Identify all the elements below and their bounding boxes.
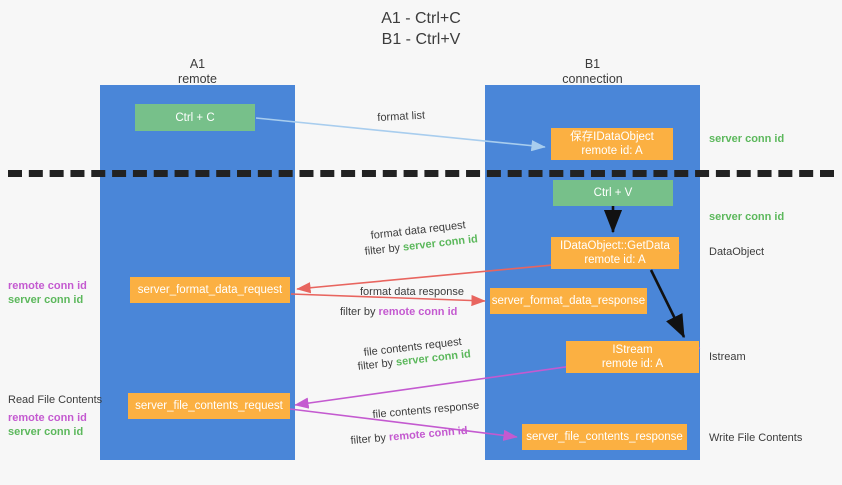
filter-prefix: filter by <box>350 431 390 447</box>
title-line-1: A1 - Ctrl+C <box>381 10 461 27</box>
edge-label-format-data-response-filter: filter by remote conn id <box>340 305 457 320</box>
node-format-data-request-label: server_format_data_request <box>137 284 283 296</box>
node-getdata-sublabel: remote id: A <box>584 254 646 266</box>
lane-a1-name: A1 <box>189 57 206 71</box>
node-idataobject-getdata[interactable]: IDataObject::GetData remote id: A <box>551 237 679 269</box>
page-title: A1 - Ctrl+C B1 - Ctrl+V <box>0 8 842 50</box>
node-ctrl-c-label: Ctrl + C <box>175 111 215 124</box>
node-format-data-response-label: server_format_data_response <box>491 295 646 307</box>
annotation-server-conn-id: server conn id <box>8 426 84 438</box>
annotation-read-file-contents: Read File Contents remote conn id server… <box>8 393 102 439</box>
node-ctrl-v[interactable]: Ctrl + V <box>553 180 673 206</box>
annotation-server-conn-id: server conn id <box>709 211 785 223</box>
edge-label-format-data-response-text: format data response <box>360 286 464 298</box>
filter-prefix: filter by <box>357 356 397 373</box>
node-idataobject[interactable]: 保存IDataObject remote id: A <box>551 128 673 160</box>
lane-a1-header: A1 remote <box>125 57 270 87</box>
node-istream[interactable]: IStream remote id: A <box>566 341 699 373</box>
filter-value-remote-conn-id: remote conn id <box>378 306 458 318</box>
annotation-istream-text: Istream <box>709 351 746 363</box>
filter-prefix: filter by <box>364 241 404 258</box>
edge-label-file-contents-response: file contents response <box>372 399 480 423</box>
edge-label-format-data-response: format data response <box>360 285 464 300</box>
node-ctrl-v-label: Ctrl + V <box>593 187 633 199</box>
node-getdata-label: IDataObject::GetData <box>560 240 670 252</box>
node-istream-sublabel: remote id: A <box>601 358 664 370</box>
edge-label-file-contents-response-text: file contents response <box>372 399 480 421</box>
lane-a1-role: remote <box>178 72 217 86</box>
node-server-format-data-request[interactable]: server_format_data_request <box>130 277 290 303</box>
annotation-remote-conn-id: remote conn id <box>8 280 87 292</box>
annotation-right-server-conn-id-mid: server conn id <box>709 210 784 224</box>
node-idataobject-label: 保存IDataObject <box>570 131 654 143</box>
annotation-data-object-text: DataObject <box>709 246 765 258</box>
node-server-format-data-response[interactable]: server_format_data_response <box>490 288 647 314</box>
annotation-data-object: DataObject <box>709 245 764 259</box>
annotation-server-conn-id: server conn id <box>8 294 84 306</box>
annotation-istream: Istream <box>709 350 746 364</box>
annotation-read-file-contents-title: Read File Contents <box>8 394 103 406</box>
node-idataobject-sublabel: remote id: A <box>581 145 643 157</box>
node-ctrl-c[interactable]: Ctrl + C <box>135 104 255 131</box>
annotation-left-conn-ids: remote conn id server conn id <box>8 279 87 307</box>
edge-label-file-contents-response-filter: filter by remote conn id <box>350 424 468 449</box>
edge-label-format-list: format list <box>377 109 425 126</box>
node-file-contents-response-label: server_file_contents_response <box>526 431 683 443</box>
dashed-divider <box>8 170 834 177</box>
title-line-2: B1 - Ctrl+V <box>381 31 461 48</box>
edge-label-format-list-text: format list <box>377 109 426 124</box>
node-istream-label: IStream <box>612 344 653 356</box>
node-server-file-contents-response[interactable]: server_file_contents_response <box>522 424 687 450</box>
annotation-server-conn-id: server conn id <box>709 133 785 145</box>
node-server-file-contents-request[interactable]: server_file_contents_request <box>128 393 290 419</box>
filter-value-remote-conn-id: remote conn id <box>388 424 469 444</box>
annotation-write-file-contents: Write File Contents <box>709 431 802 445</box>
lane-b1-header: B1 connection <box>520 57 665 87</box>
lane-b1-role: connection <box>562 72 623 86</box>
filter-prefix: filter by <box>340 306 379 318</box>
lane-b1-name: B1 <box>584 57 601 71</box>
node-file-contents-request-label: server_file_contents_request <box>135 400 283 412</box>
annotation-right-server-conn-id-top: server conn id <box>709 132 784 146</box>
annotation-remote-conn-id: remote conn id <box>8 412 87 424</box>
annotation-write-file-contents-text: Write File Contents <box>709 432 803 444</box>
